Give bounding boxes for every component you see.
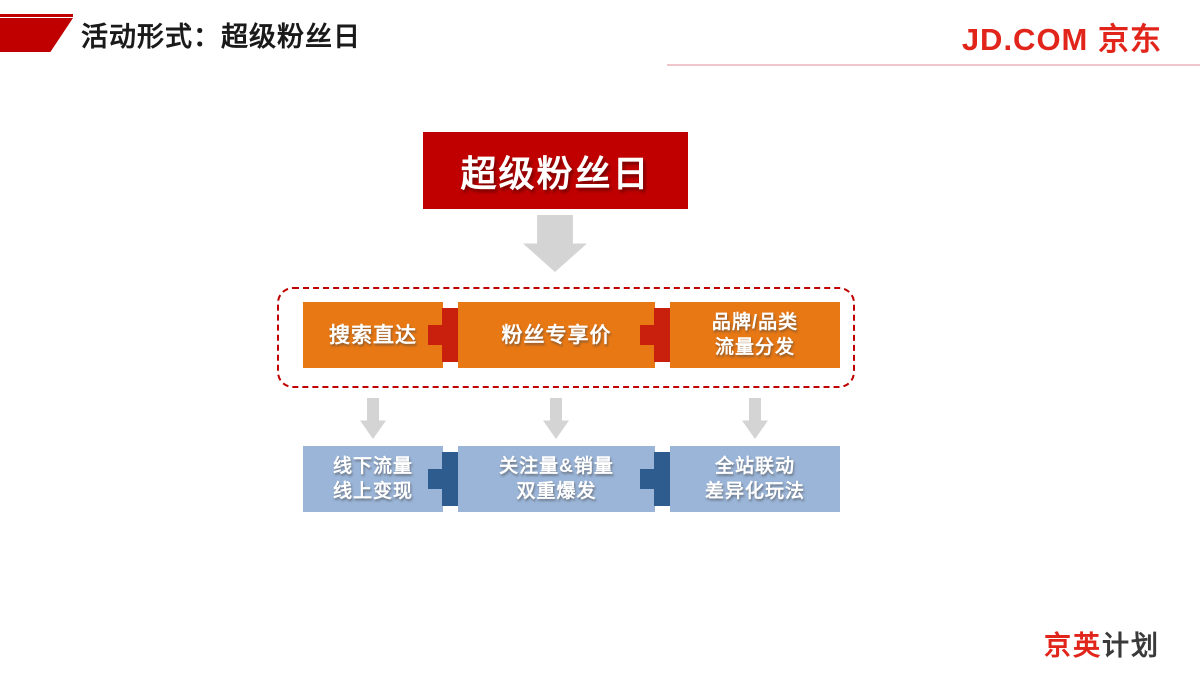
tier1-node-fan-price-label: 粉丝专享价 <box>501 323 612 347</box>
plus-vertical-bar <box>654 308 671 362</box>
jd-brand-logo: JD.COM 京东 <box>961 22 1162 57</box>
slide-title: 活动形式：超级粉丝日 <box>81 22 361 52</box>
header-divider-line <box>667 64 1200 66</box>
plus-vertical-bar <box>442 452 459 506</box>
jingying-plan-logo-red: 京英 <box>1044 631 1102 661</box>
arrow-down-icon <box>360 398 386 439</box>
tier2-node-sitewide-linkage-line2: 差异化玩法 <box>704 481 805 502</box>
tier1-node-search-label: 搜索直达 <box>329 323 417 347</box>
tier2-node-offline-traffic: 线下流量 线上变现 <box>303 446 443 512</box>
tier2-node-followers-sales-line2: 双重爆发 <box>516 481 597 502</box>
tier2-node-sitewide-linkage-line1: 全站联动 <box>714 456 795 477</box>
tier1-group-outline <box>277 287 855 388</box>
tier2-node-sitewide-linkage: 全站联动 差异化玩法 <box>670 446 840 512</box>
plus-vertical-bar <box>654 452 671 506</box>
header-accent-line <box>0 14 73 17</box>
tier2-node-offline-traffic-line1: 线下流量 <box>332 456 413 477</box>
tier2-node-followers-sales-line1: 关注量&销量 <box>499 456 614 477</box>
jingying-plan-logo-dark: 计划 <box>1102 631 1160 661</box>
tier1-node-fan-price: 粉丝专享价 <box>458 302 655 368</box>
arrow-down-icon <box>543 398 569 439</box>
tier1-node-search: 搜索直达 <box>303 302 443 368</box>
header-flag-shape <box>0 18 73 52</box>
tier1-node-brand-traffic-line1: 品牌/品类 <box>711 312 799 333</box>
arrow-down-icon <box>523 215 587 272</box>
jingying-plan-logo: 京英计划 <box>1044 624 1160 663</box>
tier1-node-brand-traffic: 品牌/品类 流量分发 <box>670 302 840 368</box>
plus-vertical-bar <box>442 308 459 362</box>
root-node: 超级粉丝日 <box>423 132 688 209</box>
tier2-node-followers-sales: 关注量&销量 双重爆发 <box>458 446 655 512</box>
arrow-down-icon <box>742 398 768 439</box>
root-node-label: 超级粉丝日 <box>460 152 651 194</box>
tier2-node-offline-traffic-line2: 线上变现 <box>332 481 413 502</box>
tier1-node-brand-traffic-line2: 流量分发 <box>714 337 795 358</box>
